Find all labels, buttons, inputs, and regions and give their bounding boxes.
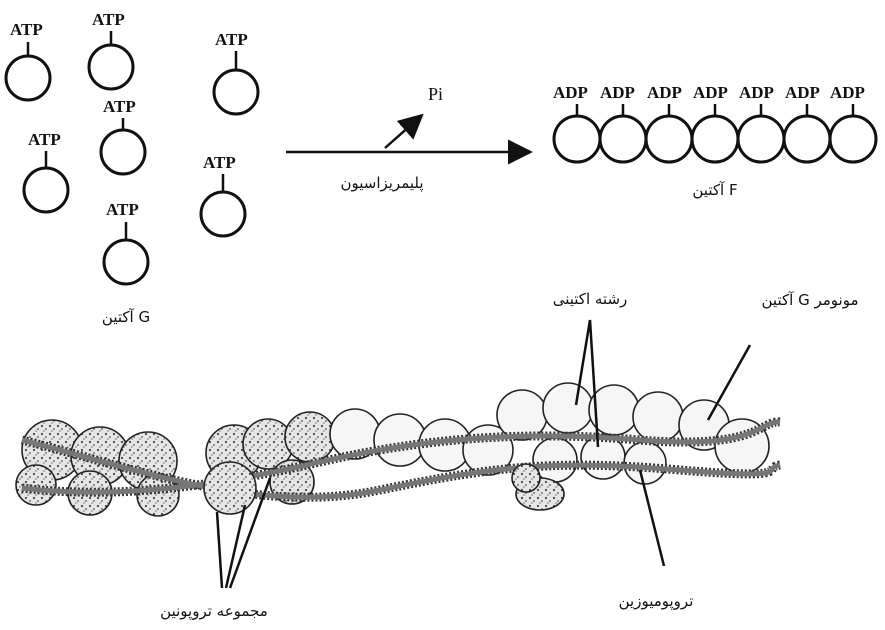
adp-label: ADP — [739, 83, 774, 102]
atp-label: ATP — [103, 97, 136, 116]
atp-label: ATP — [203, 153, 236, 172]
g-actin-monomer-label: مونومر G آکتین — [762, 291, 859, 309]
f-actin-caption: F آکتین — [692, 181, 737, 199]
f-actin-subunit: ADP — [553, 83, 600, 162]
pi-label: Pi — [428, 84, 443, 104]
f-actin-subunit: ADP — [738, 83, 784, 162]
polymerization-label: پلیمریزاسیون — [340, 174, 423, 193]
atp-label: ATP — [92, 10, 125, 29]
thin-filament — [16, 383, 780, 516]
adp-label: ADP — [830, 83, 865, 102]
tropomyosin-leader — [640, 470, 664, 566]
adp-label: ADP — [600, 83, 635, 102]
g-actin-monomers: ATP ATP ATP ATP ATP ATP — [6, 10, 258, 284]
actin-strand-leader — [590, 320, 598, 447]
g-actin-monomer: ATP — [24, 130, 68, 212]
adp-label: ADP — [785, 83, 820, 102]
atp-label: ATP — [215, 30, 248, 49]
atp-label: ATP — [10, 20, 43, 39]
f-actin-subunit: ADP — [646, 83, 692, 162]
g-actin-monomer: ATP — [101, 97, 145, 174]
g-actin-monomer: ATP — [89, 10, 133, 89]
g-actin-monomer: ATP — [201, 153, 245, 236]
troponin-leader — [217, 512, 222, 588]
f-actin-subunit: ADP — [830, 83, 876, 162]
f-actin-subunit: ADP — [692, 83, 738, 162]
atp-label: ATP — [28, 130, 61, 149]
adp-label: ADP — [693, 83, 728, 102]
troponin-label: مجموعه تروپونین — [160, 602, 268, 621]
atp-label: ATP — [106, 200, 139, 219]
g-actin-monomer: ATP — [104, 200, 148, 284]
troponin-blob — [512, 464, 540, 492]
adp-label: ADP — [647, 83, 682, 102]
g-actin-caption: G آکتین — [102, 308, 150, 326]
pi-release-arrow — [385, 117, 420, 148]
adp-label: ADP — [553, 83, 588, 102]
tropomyosin-label: تروپومیوزین — [619, 592, 694, 611]
f-actin-subunit: ADP — [600, 83, 646, 162]
g-actin-monomer-leader — [708, 345, 750, 420]
g-actin-monomer: ATP — [6, 20, 50, 100]
actin-strand-label: رشته اکتینی — [553, 290, 628, 308]
f-actin-chain: ADP ADP ADP ADP ADP ADP — [553, 83, 876, 162]
f-actin-subunit: ADP — [784, 83, 830, 162]
troponin-blob — [204, 462, 256, 514]
g-actin-monomer: ATP — [214, 30, 258, 114]
